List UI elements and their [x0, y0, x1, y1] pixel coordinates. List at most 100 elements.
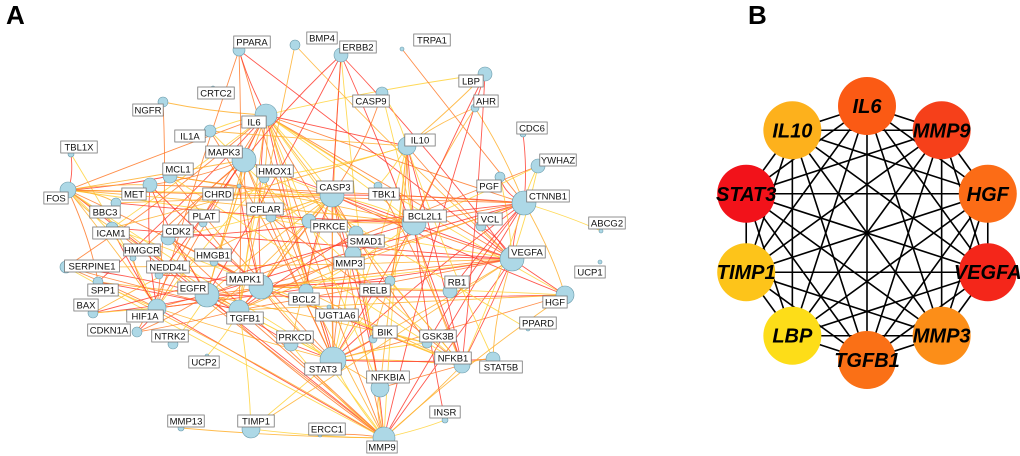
node-label-ctnnb1: CTNNB1 — [526, 189, 570, 203]
hub-node-lbp[interactable]: LBP — [763, 306, 822, 365]
hub-edge-MMP9-TIMP1 — [745, 129, 943, 273]
label-box — [444, 275, 470, 289]
hub-edge-TGFB1-LBP — [792, 334, 868, 361]
label-text: HMGCR — [124, 246, 160, 257]
node-label-stat5b: STAT5B — [479, 360, 523, 374]
label-box — [479, 360, 523, 374]
node-abcg2[interactable] — [598, 228, 604, 234]
node-label-smad1: SMAD1 — [347, 234, 385, 248]
hub-edge-MMP9-HGF — [941, 129, 989, 195]
edge-NFKB1-BCL2L1 — [413, 222, 463, 366]
label-text: MAPK3 — [208, 148, 240, 159]
label-text: GSK3B — [422, 332, 454, 343]
label-box — [315, 308, 359, 322]
node-label-ngfr: NGFR — [132, 103, 164, 117]
hub-node-label: HGF — [967, 184, 1010, 206]
label-text: IL10 — [411, 136, 430, 147]
label-text: BMP4 — [309, 34, 335, 45]
label-box — [413, 33, 451, 47]
node-label-abcg2: ABCG2 — [588, 216, 626, 230]
hub-edge-IL6-MMP3 — [866, 105, 943, 336]
edge-HIF1A-FOS — [67, 189, 158, 309]
node-label-mmp3: MMP3 — [333, 256, 365, 270]
node-chrd[interactable] — [236, 183, 242, 189]
label-text: CASP9 — [355, 97, 386, 108]
label-box — [92, 226, 130, 240]
edge-IL6-NGFR — [162, 101, 267, 116]
hub-node-hgf[interactable]: HGF — [958, 164, 1017, 223]
label-box — [419, 329, 457, 343]
hub-node-il10[interactable]: IL10 — [763, 101, 822, 160]
edge-STAT3-HIF1A — [156, 307, 334, 361]
label-text: CHRD — [204, 190, 232, 201]
hub-edge-layer — [745, 105, 989, 361]
edge-MAPK3-ERBB2 — [243, 54, 342, 161]
node-label-bcl2l1: BCL2L1 — [403, 209, 447, 223]
node-label-nedd4l: NEDD4L — [146, 260, 190, 274]
edge-IL10-INSR — [406, 145, 446, 421]
node-il1a[interactable] — [203, 124, 217, 138]
hub-node-mmp3[interactable]: MMP3 — [912, 306, 971, 365]
label-box — [43, 191, 69, 205]
label-text: PPARD — [522, 319, 554, 330]
label-box — [151, 329, 189, 343]
hub-node-label: VEGFA — [954, 262, 1020, 284]
node-trpa1[interactable] — [399, 46, 405, 52]
hub-node-circle — [717, 164, 776, 223]
label-text: FOS — [46, 194, 66, 205]
edge-STAT3-HGF — [332, 294, 566, 361]
node-label-prkcd: PRKCD — [276, 330, 314, 344]
label-text: STAT3 — [309, 365, 337, 376]
hub-edge-LBP-STAT3 — [745, 193, 794, 336]
label-box — [197, 86, 235, 100]
label-text: CDKN1A — [90, 326, 129, 337]
hub-edge-MMP3-TGFB1 — [866, 334, 942, 361]
hub-node-il6[interactable]: IL6 — [838, 77, 896, 135]
hub-node-stat3[interactable]: STAT3 — [716, 164, 776, 223]
node-label-nfkb1: NFKB1 — [434, 351, 472, 365]
panel-b-label: B — [748, 0, 767, 30]
node-label-cflar: CFLAR — [246, 202, 284, 216]
hub-edge-IL6-VEGFA — [866, 105, 989, 273]
label-text: NEDD4L — [149, 263, 187, 274]
node-ucp1[interactable] — [597, 259, 603, 265]
edge-EGFR-MAPK3 — [206, 159, 245, 296]
label-text: VCL — [481, 215, 499, 226]
label-text: ERCC1 — [311, 425, 343, 436]
hub-edge-HGF-TIMP1 — [745, 192, 989, 274]
hub-edge-HGF-MMP3 — [940, 193, 989, 336]
edge-MMP9-HIF1A — [156, 307, 385, 439]
node-label-mmp9: MMP9 — [366, 440, 398, 454]
edge-VEGFA-BMP4 — [294, 44, 513, 260]
label-box — [304, 362, 342, 376]
hub-edge-MMP9-TGFB1 — [866, 130, 943, 361]
edge-MMP9-CTNNB1 — [383, 202, 525, 439]
hub-node-mmp9[interactable]: MMP9 — [912, 101, 972, 160]
label-box — [167, 414, 205, 428]
label-box — [352, 94, 390, 108]
label-box — [226, 311, 264, 325]
label-text: CRTC2 — [200, 89, 232, 100]
label-box — [366, 370, 410, 384]
edge-IL6-HGF — [265, 114, 566, 296]
hub-edge-VEGFA-MMP3 — [941, 271, 989, 337]
label-text: HGF — [545, 298, 565, 309]
node-label-ppard: PPARD — [519, 316, 557, 330]
node-bmp4[interactable] — [289, 39, 301, 51]
label-box — [202, 187, 234, 201]
node-cdkn1a[interactable] — [131, 326, 143, 338]
label-box — [188, 355, 220, 369]
label-box — [188, 209, 220, 223]
label-text: EGFR — [180, 284, 207, 295]
hub-node-tgfb1[interactable]: TGFB1 — [834, 331, 900, 389]
label-box — [333, 256, 365, 270]
hub-node-circle — [838, 331, 896, 389]
label-text: INSR — [434, 408, 457, 419]
node-label-hmgb1: HMGB1 — [194, 248, 232, 262]
hub-edge-TGFB1-IL10 — [791, 130, 868, 361]
label-box — [359, 283, 391, 297]
hub-node-vegfa[interactable]: VEGFA — [954, 243, 1020, 302]
node-ugt1a6[interactable] — [326, 304, 332, 310]
hub-node-timp1[interactable]: TIMP1 — [717, 243, 776, 302]
hub-edge-VEGFA-TGFB1 — [866, 271, 989, 361]
